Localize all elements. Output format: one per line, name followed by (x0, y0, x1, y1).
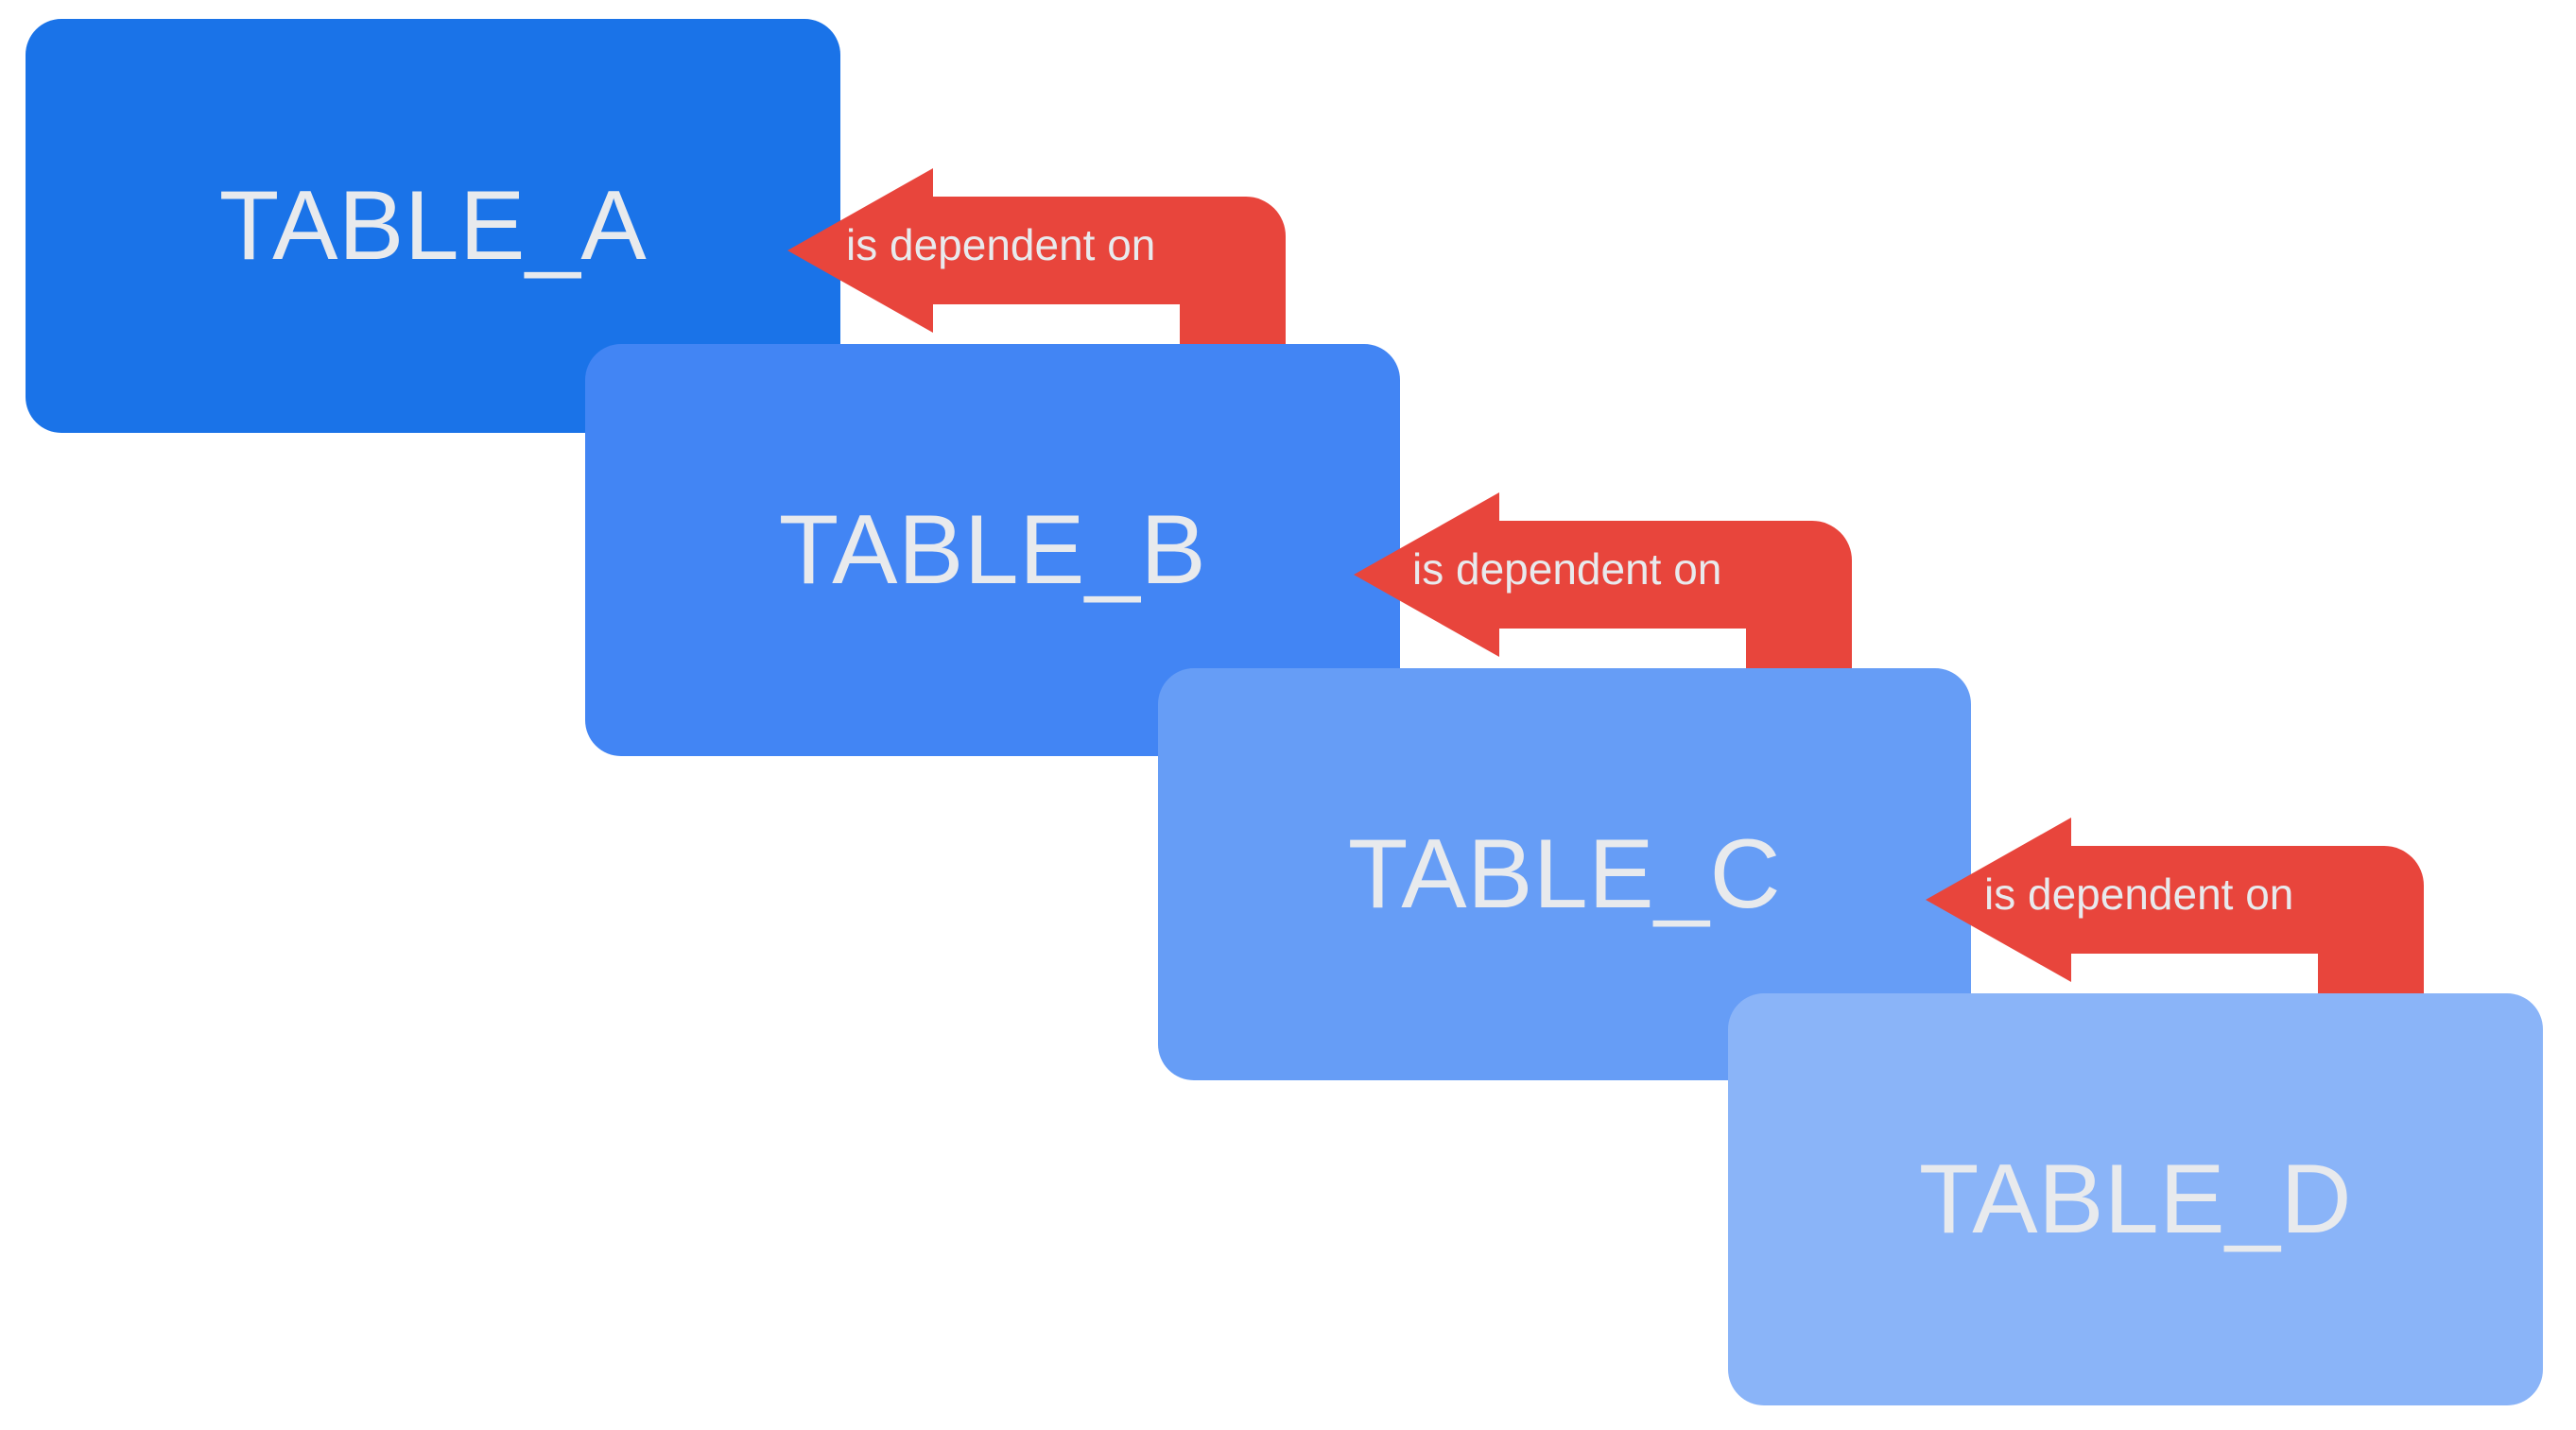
edge-table-d-to-table-c[interactable]: is dependent on (1926, 818, 2427, 997)
node-label-table-d: TABLE_D (1918, 1145, 2353, 1254)
node-label-table-b: TABLE_B (778, 495, 1207, 605)
node-table-a[interactable]: TABLE_A (26, 19, 840, 433)
edge-label-table-b-to-table-a: is dependent on (846, 220, 1156, 269)
node-table-d[interactable]: TABLE_D (1728, 993, 2543, 1405)
node-table-b[interactable]: TABLE_B (585, 344, 1400, 756)
edge-label-table-d-to-table-c: is dependent on (1984, 870, 2294, 919)
node-label-table-c: TABLE_C (1347, 819, 1782, 929)
edge-table-b-to-table-a[interactable]: is dependent on (787, 168, 1288, 348)
node-label-table-a: TABLE_A (218, 171, 648, 281)
edge-label-table-c-to-table-b: is dependent on (1412, 544, 1722, 594)
edge-connector-shape (1354, 492, 1852, 672)
edge-table-c-to-table-b[interactable]: is dependent on (1354, 492, 1855, 672)
edge-connector-shape (787, 168, 1286, 348)
edge-connector-shape (1926, 818, 2424, 997)
